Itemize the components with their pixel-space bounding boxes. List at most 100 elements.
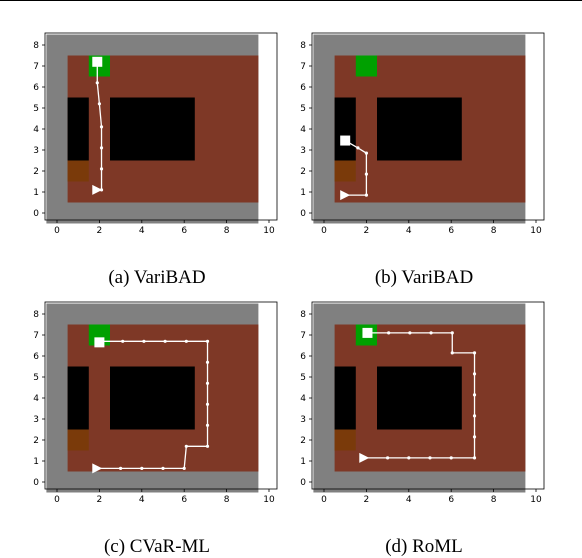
x-tick-label: 0: [321, 495, 327, 505]
axes-frame: [44, 32, 278, 221]
x-tick-label: 10: [263, 495, 275, 505]
trajectory-line: [96, 61, 103, 191]
x-tick-label: 2: [97, 226, 103, 236]
start-triangle-marker: [92, 463, 103, 474]
axes-frame: [311, 32, 545, 221]
x-tick-label: 4: [139, 226, 145, 236]
y-tick-label: 4: [33, 394, 39, 404]
trajectory-point: [95, 81, 99, 85]
x-tick-label: 10: [530, 495, 542, 505]
start-triangle-marker: [340, 190, 351, 201]
trajectory-point: [205, 444, 210, 448]
x-tick-label: 0: [54, 495, 60, 505]
trajectory-point: [205, 423, 210, 427]
x-tick-label: 6: [181, 495, 187, 505]
trap-cell: [67, 160, 89, 182]
trajectory-point: [205, 381, 210, 385]
y-tick-label: 8: [300, 310, 306, 320]
trajectory-point: [449, 456, 453, 460]
y-tick-label: 7: [33, 62, 39, 72]
trajectory-point: [205, 339, 210, 343]
obstacle-right: [377, 366, 462, 430]
y-tick-label: 6: [33, 83, 39, 93]
y-tick-label: 7: [300, 62, 306, 72]
y-tick-label: 1: [33, 457, 39, 467]
y-tick-label: 3: [300, 415, 306, 425]
x-tick-label: 8: [491, 226, 497, 236]
x-tick-label: 2: [364, 226, 370, 236]
y-tick-label: 5: [33, 104, 39, 114]
x-tick-label: 8: [224, 226, 230, 236]
trajectory-point: [364, 172, 368, 176]
trap-cell: [67, 429, 89, 451]
trajectory-point: [450, 331, 454, 335]
x-tick-label: 10: [530, 226, 542, 236]
x-tick-label: 4: [139, 495, 145, 505]
trajectory-point: [428, 456, 432, 460]
trajectory-point: [99, 146, 104, 150]
trajectory-point: [407, 456, 411, 460]
trajectory-point: [356, 146, 360, 150]
x-tick-label: 2: [97, 495, 103, 505]
trajectory-point: [119, 466, 123, 470]
trajectory-point: [429, 331, 433, 335]
trajectory-point: [163, 339, 167, 343]
axes-frame: [311, 301, 545, 490]
trajectory-point: [472, 372, 477, 376]
trajectory-point: [97, 102, 101, 106]
top-border-line: [0, 0, 582, 1]
y-tick-label: 6: [300, 83, 306, 93]
y-tick-label: 0: [300, 478, 306, 488]
obstacle-left: [67, 97, 89, 161]
x-tick-label: 0: [321, 226, 327, 236]
panel-caption: (a) VariBAD: [108, 267, 205, 288]
y-tick-label: 5: [300, 373, 306, 383]
start-triangle-marker: [92, 184, 103, 195]
trap-cell: [334, 429, 356, 451]
trajectory-point: [182, 466, 186, 470]
goal-cell: [88, 324, 110, 346]
x-tick-label: 2: [364, 495, 370, 505]
y-tick-label: 1: [300, 188, 306, 198]
trajectory-point: [184, 339, 188, 343]
obstacle-left: [67, 366, 89, 430]
x-tick-label: 10: [263, 226, 275, 236]
obstacle-left: [334, 366, 356, 430]
trajectory-point: [472, 414, 477, 418]
trajectory-point: [408, 331, 412, 335]
trajectory-point: [121, 339, 125, 343]
x-tick-label: 8: [491, 495, 497, 505]
y-tick-label: 6: [33, 352, 39, 362]
trajectory-point: [364, 193, 368, 197]
x-tick-label: 6: [181, 226, 187, 236]
trajectory-point: [472, 393, 477, 397]
trajectory-point: [99, 125, 104, 129]
trajectory-point: [140, 466, 144, 470]
end-square-marker: [340, 135, 351, 146]
y-tick-label: 2: [33, 167, 39, 177]
obstacle-right: [110, 366, 195, 430]
axes-frame: [44, 301, 278, 490]
y-tick-label: 1: [33, 188, 39, 198]
y-tick-label: 0: [300, 209, 306, 219]
start-triangle-marker: [359, 452, 370, 463]
trajectory-point: [387, 331, 391, 335]
end-square-marker: [92, 56, 103, 67]
y-tick-label: 5: [33, 373, 39, 383]
y-tick-label: 2: [300, 436, 306, 446]
obstacle-left: [334, 97, 356, 161]
y-tick-label: 7: [300, 331, 306, 341]
trajectory-point: [386, 456, 390, 460]
y-tick-label: 5: [300, 104, 306, 114]
end-square-marker: [362, 327, 373, 338]
trajectory-point: [99, 167, 104, 171]
trajectory-point: [205, 402, 210, 406]
y-tick-label: 3: [33, 146, 39, 156]
trajectory-point: [472, 351, 477, 355]
trajectory-point: [184, 444, 188, 448]
trajectory-point: [205, 360, 210, 364]
y-tick-label: 8: [300, 41, 306, 51]
panel-caption: (c) CVaR-ML: [104, 536, 210, 557]
